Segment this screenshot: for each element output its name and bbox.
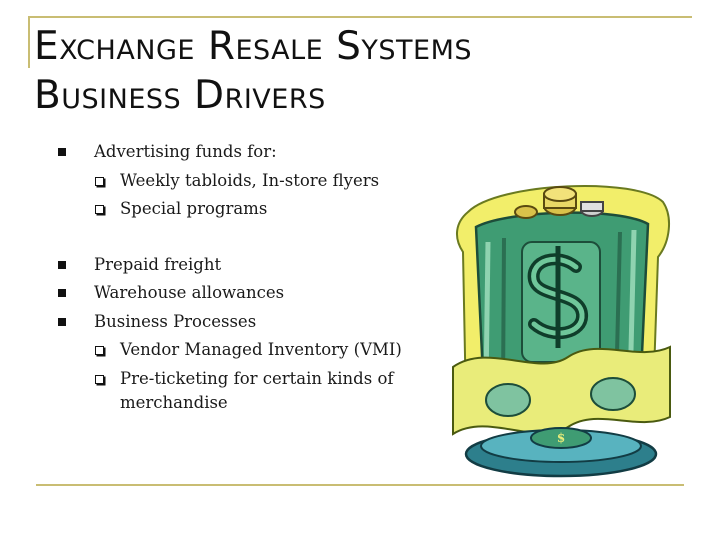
title-line-2: Business Drivers <box>34 73 326 118</box>
checkbox-bullet-icon <box>95 176 104 186</box>
list-item-text: Weekly tabloids, In-store flyers <box>120 170 380 190</box>
title-line-1: Exchange Resale Systems <box>34 24 473 69</box>
square-bullet-icon <box>58 317 66 326</box>
list-item: Advertising funds for: <box>58 138 458 167</box>
list-item: Vendor Managed Inventory (VMI) <box>58 336 458 365</box>
list-item-text: Business Processes <box>94 311 257 331</box>
square-bullet-icon <box>58 260 66 269</box>
svg-text:$: $ <box>557 431 565 445</box>
list-item: Prepaid freight <box>58 251 458 280</box>
frame-line-left <box>28 16 30 68</box>
money-dollar-clipart-icon: $ <box>452 185 671 478</box>
checkbox-bullet-icon <box>95 374 104 384</box>
list-item-text: Pre-ticketing for certain kinds of merch… <box>120 368 394 412</box>
list-item: Pre-ticketing for certain kinds of merch… <box>58 365 458 415</box>
checkbox-bullet-icon <box>95 205 104 214</box>
frame-line-bottom <box>36 484 684 486</box>
frame-line-top <box>28 16 692 18</box>
list-item-text: Warehouse allowances <box>94 283 285 302</box>
list-item: Special programs <box>58 195 458 224</box>
list-item: Weekly tabloids, In-store flyers <box>58 167 458 196</box>
checkbox-bullet-icon <box>95 346 104 355</box>
list-item: Warehouse allowances <box>58 279 458 308</box>
list-item-text: Prepaid freight <box>94 254 222 274</box>
list-item-text: Vendor Managed Inventory (VMI) <box>120 340 402 359</box>
slide-title: Exchange Resale Systems Business Drivers <box>34 22 472 120</box>
square-bullet-icon <box>58 289 66 297</box>
list-item-text: Special programs <box>120 199 268 218</box>
list-item: Business Processes <box>58 308 458 337</box>
list-item-text: Advertising funds for: <box>94 142 277 161</box>
square-bullet-icon <box>58 148 66 156</box>
bullet-list: Advertising funds for: Weekly tabloids, … <box>58 138 458 415</box>
